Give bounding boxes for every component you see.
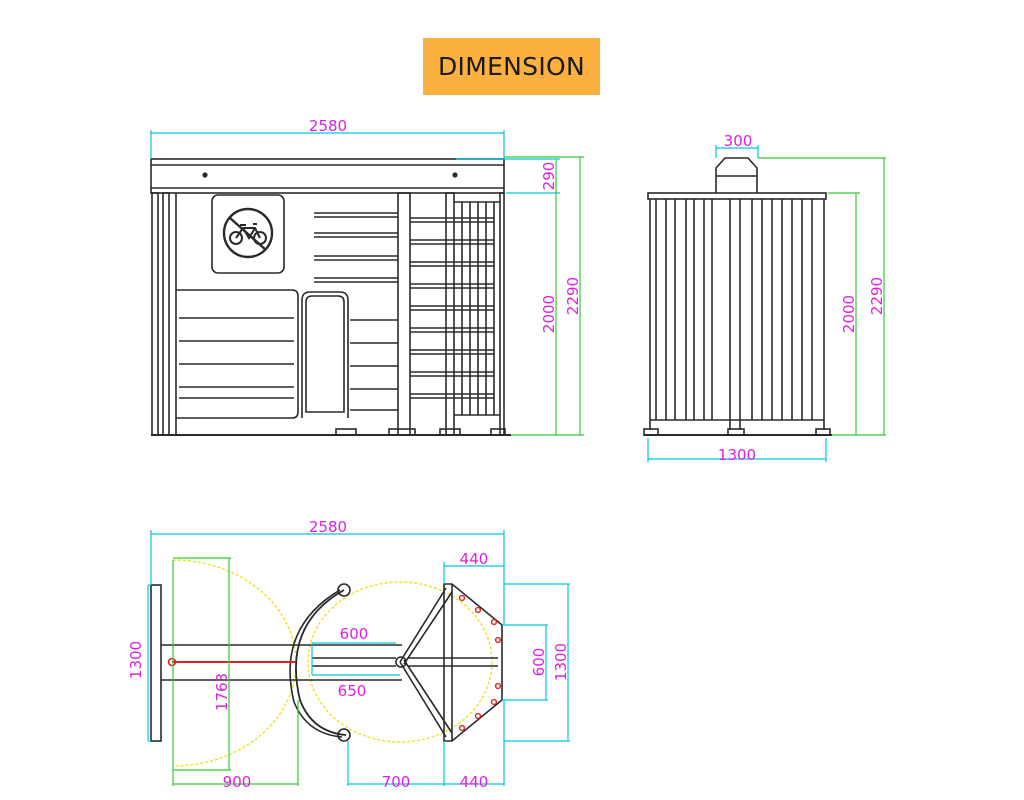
side-width-label: 1300 [718,446,756,464]
rotor-sweep-circle [307,581,493,743]
plan-width-label: 2580 [309,518,347,536]
side-top-width-label: 300 [724,132,753,150]
front-body-height-label: 2000 [540,295,558,333]
left-width-label: 1300 [127,641,145,679]
rotor-outer-label: 650 [338,682,367,700]
rotor-inner-label: 600 [340,625,369,643]
right-rotor-bars [410,217,494,399]
side-view [643,157,832,436]
side-total-height-label: 2290 [868,277,886,315]
arm-radius-label: 1763 [213,673,231,711]
bottom-mid-label: 700 [382,773,411,791]
front-total-height-label: 2290 [564,277,582,315]
rotor-arms [314,212,398,411]
front-width-label: 2580 [309,117,347,135]
bicycle-icon [222,207,274,259]
left-post-plan [150,584,162,742]
front-dimensions [150,130,584,436]
rotor-plan [312,587,498,738]
right-inner-label: 600 [530,648,548,677]
side-body-height-label: 2000 [840,295,858,333]
page-title: DIMENSION [423,38,600,95]
bottom-left-label: 900 [223,773,252,791]
top-housing [715,157,758,193]
bottom-right-label: 440 [460,773,489,791]
gate-depth-label: 440 [460,550,489,568]
top-beam [150,158,505,194]
right-width-label: 1300 [552,643,570,681]
front-view [150,158,511,436]
plan-dimensions [147,530,570,786]
side-dimensions [647,145,886,462]
front-top-height-label: 290 [540,162,558,191]
red-arm-markers [167,594,502,732]
